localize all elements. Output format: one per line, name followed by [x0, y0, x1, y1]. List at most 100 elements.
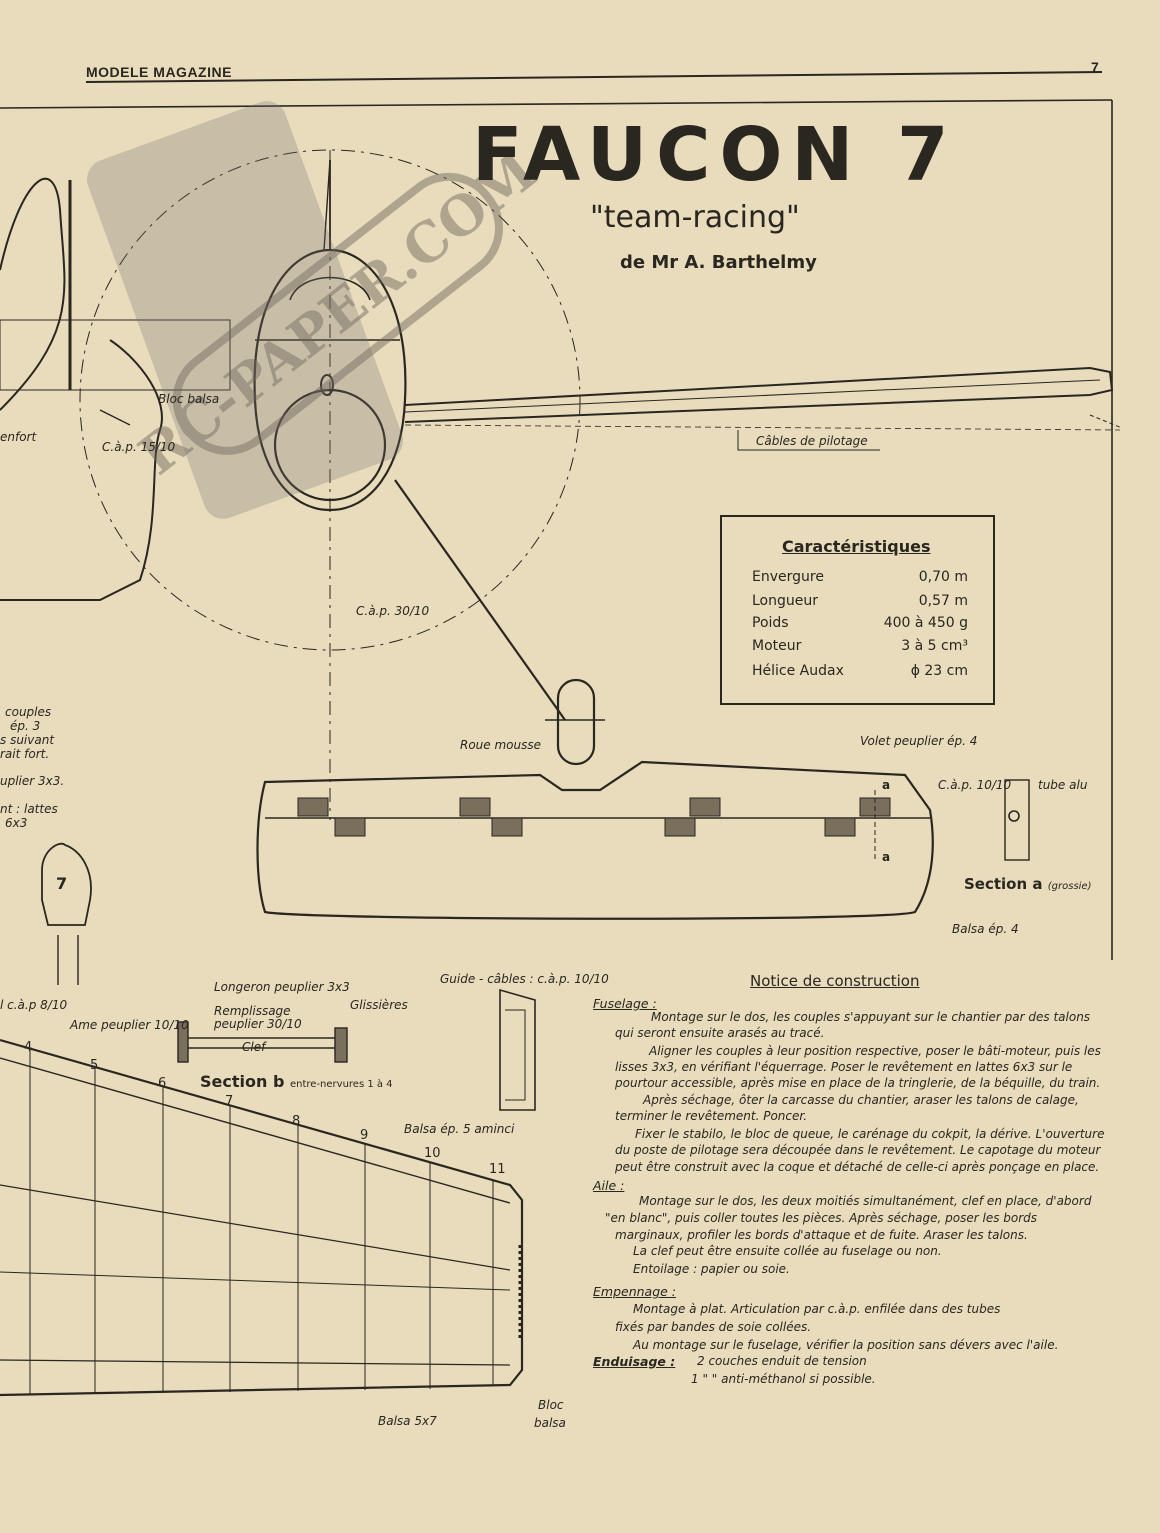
notice-aile-heading: Aile : [593, 1178, 625, 1193]
label-cap-15: C.à.p. 15/10 [102, 440, 176, 454]
label-6x3: 6x3 [5, 816, 28, 830]
wing-front-chord [404, 379, 1101, 413]
spec-key: Hélice Audax [752, 663, 844, 679]
rib-number-5: 5 [90, 1058, 99, 1073]
notice-line: "en blanc", puis coller toutes les pièce… [605, 1211, 1038, 1225]
spec-key: Poids [752, 615, 789, 631]
cables-leader [737, 430, 880, 451]
rib-number-6: 6 [158, 1076, 167, 1091]
label-volet: Volet peuplier ép. 4 [860, 734, 978, 748]
notice-line: lisses 3x3, en vérifiant l'équerrage. Po… [615, 1060, 1073, 1074]
label-suivant: s suivant [0, 733, 55, 747]
rib-number-4: 4 [24, 1040, 33, 1055]
label-ame: Ame peuplier 10/10 [70, 1018, 189, 1032]
label-former-7: 7 [56, 874, 68, 893]
label-trait-fort: rait fort. [0, 747, 50, 761]
label-longeron: Longeron peuplier 3x3 [214, 980, 350, 994]
hinge-pads [297, 797, 891, 837]
label-section-b: Section b entre-nervures 1 à 4 [200, 1072, 393, 1091]
notice-line: marginaux, profiler les bords d'attaque … [615, 1228, 1028, 1242]
frame-top [0, 99, 1113, 109]
notice-line: Fixer le stabilo, le bloc de queue, le c… [635, 1127, 1105, 1141]
notice-line: Montage à plat. Articulation par c.à.p. … [633, 1302, 1001, 1316]
rib-number-11: 11 [489, 1162, 506, 1177]
label-bloc: Bloc [538, 1398, 564, 1412]
label-a-bottom: a [882, 850, 891, 864]
notice-line: pourtour accessible, après mise en place… [615, 1076, 1101, 1090]
label-bloc-balsa: Bloc balsa [158, 392, 220, 406]
spec-value: 3 à 5 cm³ [901, 638, 968, 654]
notice-line: La clef peut être ensuite collée au fuse… [633, 1244, 942, 1258]
plan-subtitle: "team-racing" [590, 200, 800, 235]
notice-fuselage-heading: Fuselage : [593, 996, 657, 1011]
propeller-disc [79, 149, 581, 651]
label-couples: couples [5, 705, 52, 719]
label-balsa-4: Balsa ép. 4 [952, 922, 1019, 936]
section-b-front [177, 1021, 189, 1063]
notice-enduisage-heading: Enduisage : [593, 1354, 676, 1369]
plan-author: de Mr A. Barthelmy [620, 252, 817, 273]
label-lattes: nt : lattes [0, 802, 58, 816]
guide-detail [499, 988, 536, 1111]
tail-side [0, 177, 66, 411]
label-balsa-5: Balsa ép. 5 aminci [404, 1122, 515, 1136]
label-peuplier-30: peuplier 30/10 [214, 1017, 302, 1031]
notice-line: qui seront ensuite arasés au tracé. [615, 1026, 825, 1040]
notice-line: terminer le revêtement. Poncer. [615, 1109, 808, 1123]
wing-spar-front [0, 1057, 511, 1204]
rudder-side [0, 339, 163, 601]
notice-line: du poste de pilotage sera découpée dans … [615, 1143, 1101, 1157]
notice-line: Au montage sur le fuselage, vérifier la … [633, 1338, 1059, 1352]
fuel-cap [320, 374, 334, 396]
spec-key: Moteur [752, 638, 802, 654]
notice-empennage-heading: Empennage : [593, 1284, 677, 1299]
notice-line: 2 couches enduit de tension [697, 1354, 867, 1368]
notice-line: peut être construit avec la coque et dét… [615, 1160, 1100, 1174]
label-balsa: balsa [534, 1416, 566, 1430]
renfort-line [99, 409, 131, 426]
spec-key: Longueur [752, 593, 818, 609]
section-b-rear [334, 1027, 348, 1063]
former-7 [41, 842, 92, 926]
label-guide: Guide - câbles : c.à.p. 10/10 [440, 972, 609, 986]
label-balsa-57: Balsa 5x7 [378, 1414, 437, 1428]
section-a-detail [1004, 779, 1030, 861]
spec-value: 400 à 450 g [883, 615, 968, 631]
wing-ribs [29, 1048, 494, 1395]
page-number: 7 [1091, 59, 1099, 75]
label-ep3: ép. 3 [10, 719, 41, 733]
header-rule [85, 71, 1103, 83]
label-tube-alu: tube alu [1038, 778, 1088, 792]
fuselage-front [253, 248, 407, 512]
guide-detail-inner [505, 1009, 526, 1101]
wing-trailing-spar [0, 1359, 511, 1366]
label-renfort: enfort [0, 430, 37, 444]
spec-key: Envergure [752, 569, 824, 585]
label-cables: Câbles de pilotage [756, 434, 868, 448]
label-roue: Roue mousse [460, 738, 542, 752]
rib-number-7: 7 [225, 1094, 234, 1109]
rib-number-8: 8 [292, 1114, 301, 1129]
rib-number-10: 10 [424, 1146, 441, 1161]
landing-gear-strut [394, 479, 566, 721]
notice-line: fixés par bandes de soie collées. [615, 1320, 812, 1334]
magazine-name: MODELE MAGAZINE [86, 64, 232, 80]
spec-value: 0,70 m [918, 569, 968, 585]
notice-title: Notice de construction [750, 972, 920, 990]
canopy-front [289, 276, 371, 301]
label-remplissage: Remplissage [214, 1004, 291, 1018]
control-cable-line [1089, 414, 1123, 429]
notice-line: Après séchage, ôter la carcasse du chant… [643, 1093, 1079, 1107]
label-glissieres: Glissières [350, 998, 408, 1012]
label-cap-10: C.à.p. 10/10 [938, 778, 1012, 792]
fin-front-b [323, 159, 331, 251]
tail-block [0, 319, 231, 391]
wing-spar-rear [0, 1271, 511, 1291]
label-clef: Clef [242, 1040, 266, 1054]
spinner-front [273, 388, 387, 502]
notice-line: 1 " " anti-méthanol si possible. [691, 1372, 876, 1386]
label-a-top: a [882, 778, 891, 792]
